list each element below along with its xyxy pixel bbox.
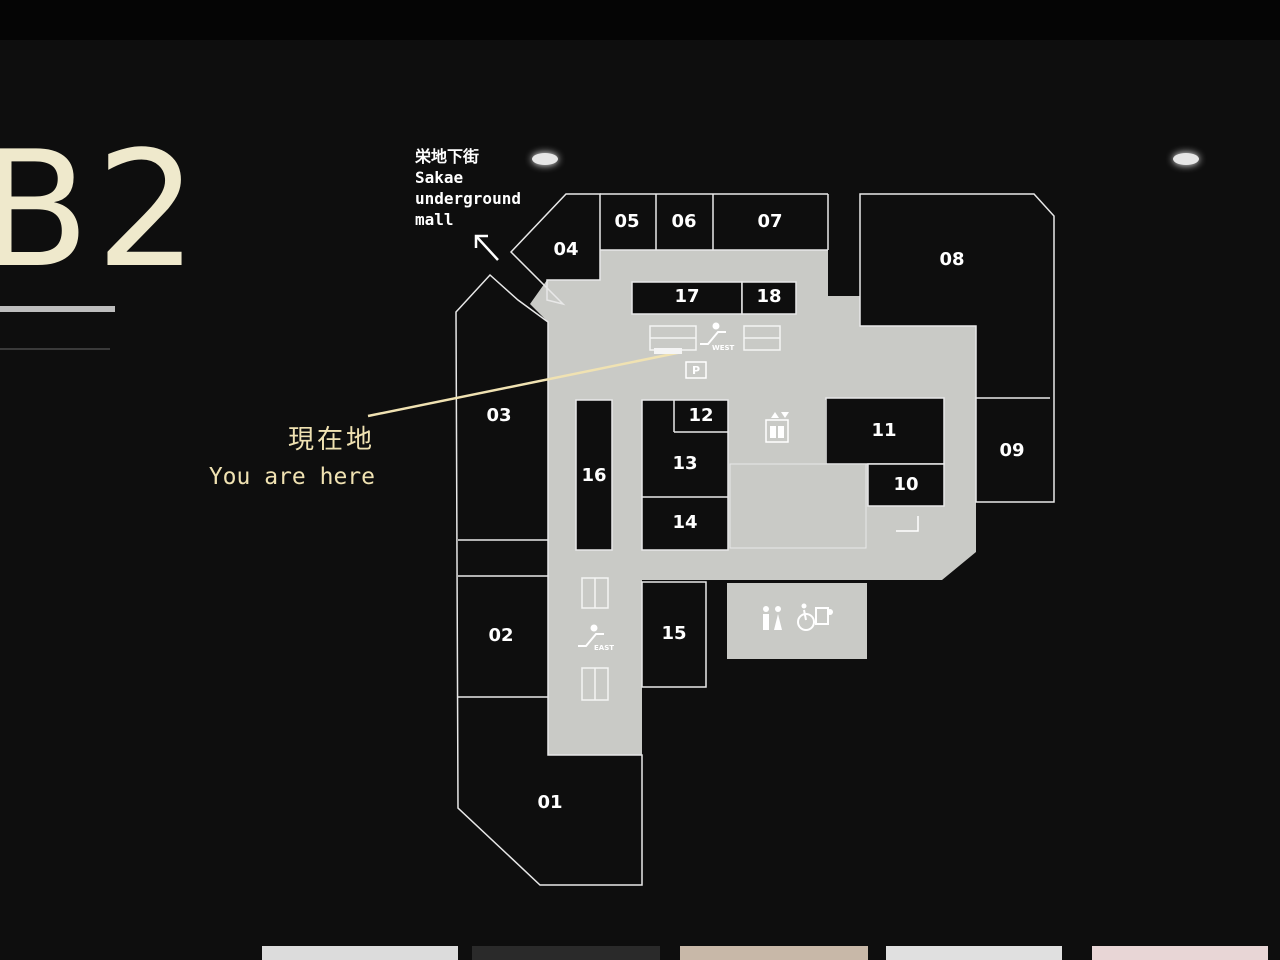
unit-01-label: 01 <box>537 792 562 813</box>
escalator-icon <box>578 624 604 647</box>
exit-label-en-2: underground <box>415 189 521 208</box>
escalator-icon <box>700 322 726 345</box>
escalator-east-label: EAST <box>594 644 614 652</box>
svg-text:P: P <box>692 364 700 377</box>
unit-16-label: 16 <box>581 465 606 486</box>
units-01-03-outline <box>455 273 643 886</box>
exit-label-en-3: mall <box>415 210 454 229</box>
accessible-restroom-icon <box>797 603 833 631</box>
thumbnail-strip-item <box>886 946 1062 960</box>
unit-18-block <box>741 281 797 315</box>
pointer-line <box>367 350 683 418</box>
unit-08-09-outline <box>859 193 1055 503</box>
restroom-icon <box>763 606 782 630</box>
current-location-marker <box>654 348 682 354</box>
exit-label-en-1: Sakae <box>415 168 464 187</box>
ceiling-light <box>532 153 558 165</box>
unit-10-block <box>867 463 945 507</box>
unit-18-label: 18 <box>756 286 781 307</box>
unit-04-label: 04 <box>553 239 578 260</box>
unit-03-label: 03 <box>486 405 511 426</box>
you-are-here-en: You are here <box>208 464 375 490</box>
unit-15-outline <box>641 581 707 688</box>
units-12-14-block <box>641 399 729 551</box>
unit-13-label: 13 <box>672 453 697 474</box>
parking-icon: P <box>685 361 707 379</box>
exit-arrow-icon <box>474 234 499 261</box>
unit-07-label: 07 <box>757 211 782 232</box>
exit-sakae-label: 栄地下街 Sakae underground mall <box>415 146 521 230</box>
floor-underline <box>0 306 115 312</box>
unit-15-label: 15 <box>661 623 686 644</box>
escalator-east <box>581 577 609 701</box>
unit-11-block <box>825 397 945 465</box>
escalator-west-label: WEST <box>712 344 735 352</box>
thumbnail-strip-item <box>262 946 458 960</box>
unit-05-label: 05 <box>614 211 639 232</box>
unit-06-label: 06 <box>671 211 696 232</box>
you-are-here-label: 現在地 You are here <box>150 422 375 496</box>
unit-08-label: 08 <box>939 249 964 270</box>
thumbnail-strip-item <box>680 946 868 960</box>
exit-label-ja: 栄地下街 <box>415 147 480 166</box>
ceiling-light <box>1173 153 1199 165</box>
unit-02-label: 02 <box>488 625 513 646</box>
thumbnail-strip-item <box>472 946 660 960</box>
top-band <box>0 0 1280 40</box>
thumbnail-strip-item <box>1092 946 1268 960</box>
counter-icon <box>896 516 919 532</box>
floor-label: B2 <box>0 116 204 303</box>
elevator-icon <box>765 412 789 443</box>
unit-17-label: 17 <box>674 286 699 307</box>
restroom-block <box>727 583 867 659</box>
unit-11-label: 11 <box>871 420 896 441</box>
unit-04-outline <box>509 193 601 306</box>
unit-16-block <box>575 399 613 551</box>
you-are-here-ja: 現在地 <box>287 425 375 455</box>
floor-divider <box>0 348 110 350</box>
unit-12-label: 12 <box>688 405 713 426</box>
unit-17-block <box>631 281 743 315</box>
unit-14-label: 14 <box>672 512 697 533</box>
unit-10-label: 10 <box>893 474 918 495</box>
unit-09-label: 09 <box>999 440 1024 461</box>
